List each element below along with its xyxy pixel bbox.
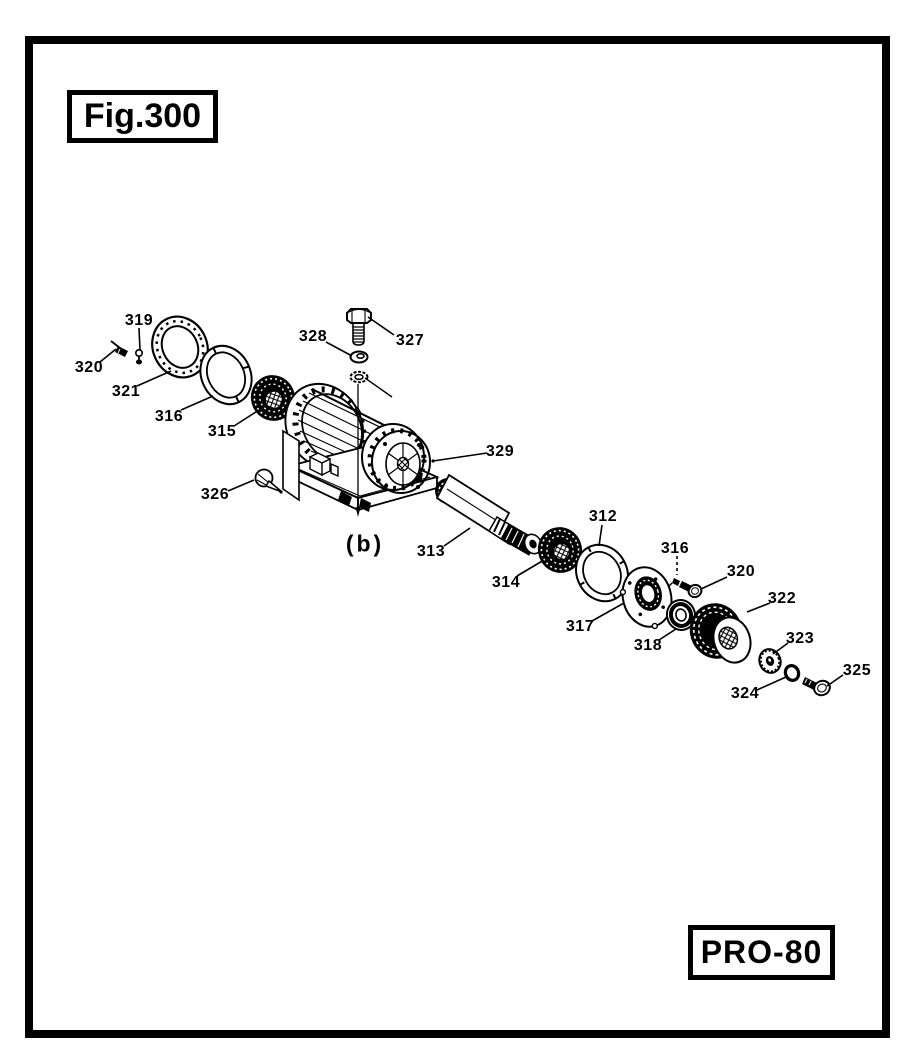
callout-314: 314	[491, 574, 521, 591]
part-329-motor-body	[282, 382, 440, 517]
model-number-label: PRO-80	[700, 934, 823, 970]
part-319-screw	[135, 348, 144, 365]
part-316-left-ring	[199, 344, 253, 406]
part-315-gear	[250, 375, 296, 421]
leader-317	[591, 602, 625, 622]
callout-321: 321	[111, 383, 141, 400]
callout-315: 315	[207, 423, 237, 440]
model-number-box: PRO-80	[688, 925, 835, 980]
callout-327: 327	[395, 332, 425, 349]
leader-318	[658, 628, 677, 641]
part-322-pulley	[689, 603, 752, 664]
part-313-shaft	[435, 473, 543, 556]
part-320-left-screw	[110, 340, 128, 357]
callout-323: 323	[785, 630, 815, 647]
callout-316-right: 316	[660, 540, 690, 557]
part-328-washer	[349, 350, 369, 364]
leader-313	[443, 527, 471, 547]
part-320-right-bolt	[679, 581, 703, 599]
leader-316-left	[180, 395, 214, 411]
part-326-plug	[254, 468, 283, 494]
part-321-ring	[151, 315, 209, 379]
callout-326: 326	[200, 486, 230, 503]
leader-lines	[99, 316, 844, 691]
part-314-gear	[537, 527, 583, 573]
leader-324	[756, 676, 787, 691]
leader-322	[746, 602, 771, 613]
leader-329-dot	[431, 459, 435, 463]
callout-319: 319	[124, 312, 154, 329]
part-312-ring	[575, 543, 629, 603]
callout-312: 312	[588, 508, 618, 525]
callout-324: 324	[730, 685, 760, 702]
figure-number-box: Fig.300	[67, 90, 218, 143]
part-325-bolt	[802, 677, 831, 697]
leader-321	[136, 370, 172, 387]
leader-315	[233, 409, 260, 427]
part-327-hex-bolt	[346, 308, 372, 346]
callout-328: 328	[298, 328, 328, 345]
lock-washer	[349, 370, 393, 398]
view-label-b: (b)	[345, 530, 385, 557]
leader-328	[325, 341, 353, 357]
callout-318: 318	[633, 637, 663, 654]
callout-320-left: 320	[74, 359, 104, 376]
callout-317: 317	[565, 618, 595, 635]
callout-313: 313	[416, 543, 446, 560]
callout-322: 322	[767, 590, 797, 607]
figure-number-label: Fig.300	[83, 97, 202, 135]
part-324-washer	[783, 664, 801, 682]
callout-316-left: 316	[154, 408, 184, 425]
part-317-flange	[619, 566, 673, 630]
part-316-right-screw	[668, 578, 680, 587]
leader-329	[432, 452, 488, 462]
part-323-ring	[758, 648, 782, 674]
leader-323	[772, 642, 789, 655]
leader-326	[227, 479, 255, 492]
page-border-frame	[25, 36, 890, 1038]
part-318-bearing	[665, 599, 697, 631]
leader-320-right	[700, 576, 728, 590]
leader-325	[826, 674, 844, 687]
leader-312	[598, 524, 603, 547]
leader-327	[367, 316, 395, 336]
callout-325: 325	[842, 662, 872, 679]
leader-314	[516, 559, 545, 577]
callout-329: 329	[485, 443, 515, 460]
leader-319	[138, 327, 141, 351]
leader-320-left	[99, 348, 117, 363]
callout-320-right: 320	[726, 563, 756, 580]
